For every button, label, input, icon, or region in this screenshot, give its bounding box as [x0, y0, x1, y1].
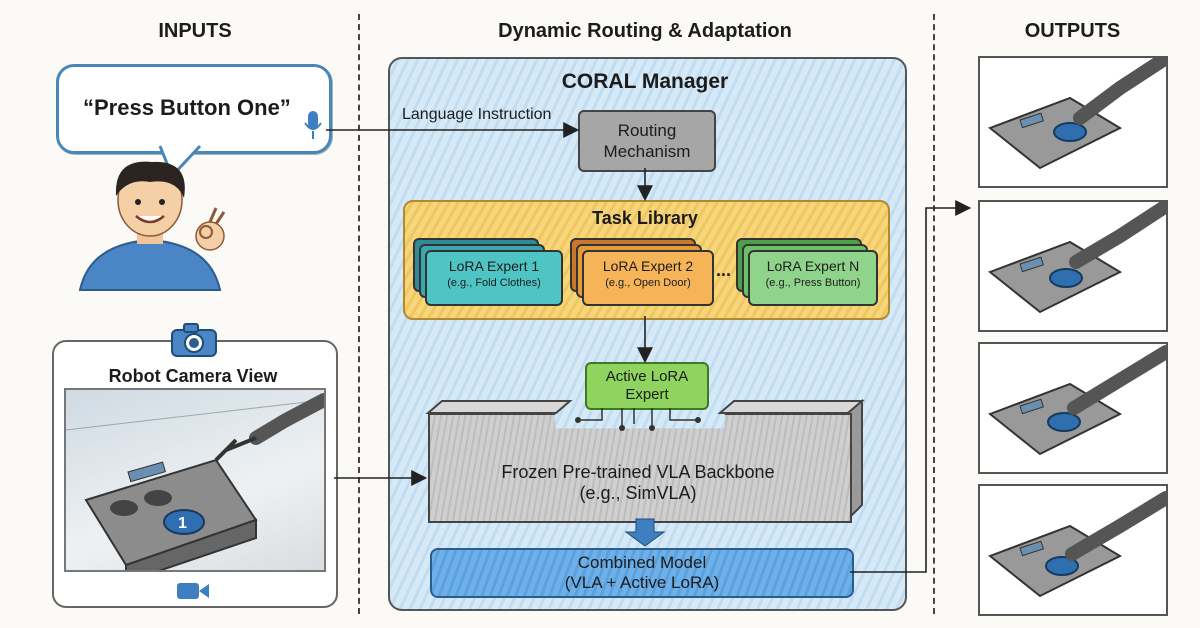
expert-1-card	[425, 250, 563, 306]
video-camera-icon	[177, 583, 209, 599]
combined-line2: (VLA + Active LoRA)	[564, 573, 720, 592]
combined-line1: Combined Model	[577, 553, 707, 572]
output-1-illustration	[988, 58, 1166, 170]
expert-n-name: LoRA Expert N	[766, 258, 860, 274]
camera-view-image: 1	[64, 388, 326, 572]
backbone-connector-pins	[575, 408, 701, 431]
header-outputs: OUTPUTS	[1024, 20, 1121, 42]
divider-right	[933, 14, 935, 614]
language-instruction-label: Language Instruction	[402, 106, 552, 123]
camera-icon	[171, 323, 217, 357]
output-frame-3	[978, 342, 1168, 474]
expert-2-example: (e.g., Open Door)	[605, 277, 691, 289]
header-dynamic-routing: Dynamic Routing & Adaptation	[498, 20, 792, 42]
backbone-line2: (e.g., SimVLA)	[579, 483, 697, 503]
speech-bubble: “Press Button One”	[56, 64, 332, 154]
active-line2: Expert	[625, 386, 669, 403]
expert-n-label: LoRA Expert N (e.g., Press Button)	[748, 258, 878, 292]
backbone-label: Frozen Pre-trained VLA Backbone (e.g., S…	[428, 462, 848, 504]
combined-model-box: Combined Model (VLA + Active LoRA)	[430, 548, 854, 598]
routing-line1: Routing	[617, 121, 677, 140]
backbone-line1: Frozen Pre-trained VLA Backbone	[501, 462, 775, 482]
header-inputs: INPUTS	[158, 20, 232, 42]
active-line1: Active LoRA	[605, 368, 689, 385]
routing-mechanism-box: Routing Mechanism	[578, 110, 716, 172]
device-button-number: 1	[178, 515, 187, 532]
output-frame-4	[978, 484, 1168, 616]
speech-text: “Press Button One”	[83, 95, 291, 120]
divider-left	[358, 14, 360, 614]
routing-line2: Mechanism	[603, 142, 691, 161]
robot-device-illustration: 1	[66, 393, 324, 570]
expert-2-card	[582, 250, 714, 306]
active-lora-expert-box: Active LoRA Expert	[585, 362, 709, 410]
output-frame-2	[978, 200, 1168, 332]
person-avatar	[78, 161, 226, 291]
expert-2-label: LoRA Expert 2 (e.g., Open Door)	[582, 258, 714, 292]
output-4-illustration	[988, 491, 1166, 598]
expert-1-name: LoRA Expert 1	[448, 258, 540, 274]
output-2-illustration	[988, 202, 1166, 314]
microphone-icon	[304, 111, 322, 139]
output-frame-1	[978, 56, 1168, 188]
coral-manager-title: CORAL Manager	[561, 70, 729, 93]
experts-ellipsis: ...	[716, 260, 732, 280]
expert-1-example: (e.g., Fold Clothes)	[447, 277, 541, 289]
expert-1-label: LoRA Expert 1 (e.g., Fold Clothes)	[425, 258, 563, 292]
task-library-title: Task Library	[592, 208, 698, 228]
camera-view-label: Robot Camera View	[108, 366, 278, 386]
expert-n-example: (e.g., Press Button)	[765, 277, 861, 289]
expert-2-name: LoRA Expert 2	[602, 258, 694, 274]
output-3-illustration	[988, 345, 1166, 456]
